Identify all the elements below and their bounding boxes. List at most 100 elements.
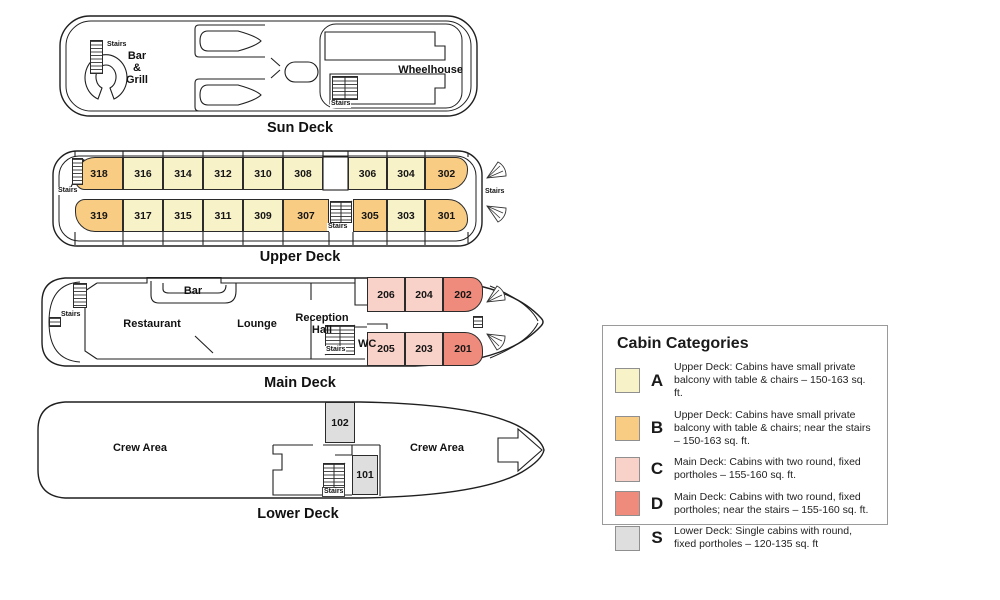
stairs-hatch: [90, 40, 103, 74]
restaurant-label: Restaurant: [123, 318, 181, 330]
stairs-label: Stairs: [327, 223, 349, 231]
lifeboat: [199, 84, 262, 106]
category-b-swatch: [615, 415, 640, 441]
cabin-201[interactable]: 201: [443, 332, 483, 366]
stairs-label: Stairs: [325, 346, 347, 354]
legend-row-d: D Main Deck: Cabins with two round, fixe…: [615, 491, 877, 517]
category-c-letter: C: [650, 459, 664, 478]
stairs-label: Stairs: [322, 487, 346, 497]
cabin-316[interactable]: 316: [123, 157, 163, 190]
fan-stairs-icon: [486, 205, 507, 223]
category-d-description: Main Deck: Cabins with two round, fixed …: [674, 490, 869, 516]
stairs-hatch: [332, 76, 358, 100]
restaurant-wall: [84, 282, 98, 360]
davit-frame: [194, 24, 265, 58]
category-b-letter: B: [650, 418, 664, 437]
cabin-202[interactable]: 202: [443, 277, 483, 312]
wheelhouse-label: Wheelhouse: [398, 64, 463, 76]
cabin-312[interactable]: 312: [203, 157, 243, 190]
davit-frame: [194, 78, 265, 112]
upper-deck-title: Upper Deck: [259, 249, 341, 265]
bar-grill-label: Bar & Grill: [125, 50, 148, 86]
bar-label: Bar: [183, 285, 203, 297]
cabin-205[interactable]: 205: [367, 332, 405, 366]
deck-sun: Stairs Bar & Grill Stairs Wheelhouse Sun…: [58, 14, 483, 139]
cabin-315[interactable]: 315: [163, 199, 203, 232]
cabin-319[interactable]: 319: [75, 199, 123, 232]
category-d-swatch: [615, 491, 640, 516]
cabin-101[interactable]: 101: [352, 455, 378, 495]
wc-label: WC: [358, 338, 377, 350]
wheelhouse-enclosure: [319, 23, 463, 109]
stairs-hatch: [323, 463, 345, 488]
category-a-letter: A: [650, 370, 664, 390]
stairs-label: Stairs: [484, 188, 506, 196]
stairs-hatch: [330, 201, 352, 223]
cabin-102[interactable]: 102: [325, 402, 355, 443]
funnel: [284, 61, 319, 83]
fan-stairs-icon: [486, 333, 506, 351]
cabin-302[interactable]: 302: [425, 157, 468, 190]
cabin-305[interactable]: 305: [353, 199, 387, 232]
category-a-description: Upper Deck: Cabins have small private ba…: [674, 361, 866, 399]
lifeboat: [199, 30, 262, 52]
wheelhouse-room-top: [324, 31, 446, 61]
category-s-description: Lower Deck: Single cabins with round, fi…: [674, 525, 853, 550]
legend-row-a: A Upper Deck: Cabins have small private …: [615, 361, 877, 400]
bar-counter: [150, 281, 237, 304]
cabin-308[interactable]: 308: [283, 157, 323, 190]
stairs-label: Stairs: [60, 311, 82, 319]
category-c-description: Main Deck: Cabins with two round, fixed …: [674, 456, 861, 481]
crew-area-label-fore: Crew Area: [409, 442, 464, 454]
fan-stairs-icon: [486, 285, 506, 303]
legend-row-s: S Lower Deck: Single cabins with round, …: [615, 525, 877, 551]
deck-lower: 102 101 Stairs Crew Area Crew Area Lower…: [30, 398, 560, 528]
main-deck-title: Main Deck: [264, 375, 336, 391]
sun-deck-hull: [59, 15, 478, 117]
balcony-dividers: [74, 151, 469, 245]
cabin-206[interactable]: 206: [367, 277, 405, 312]
sun-deck-title: Sun Deck: [266, 120, 334, 136]
cabin-306[interactable]: 306: [348, 157, 387, 190]
category-c-swatch: [615, 456, 640, 482]
legend-row-c: C Main Deck: Cabins with two round, fixe…: [615, 456, 877, 482]
stairs-label: Stairs: [330, 100, 352, 108]
deck-upper: 318 316 314 312 310 308 306 304 302 319 …: [50, 145, 525, 267]
legend-title: Cabin Categories: [617, 335, 749, 352]
stairs-hatch: [72, 158, 83, 185]
cabin-314[interactable]: 314: [163, 157, 203, 190]
cabin-318[interactable]: 318: [75, 157, 123, 190]
lower-deck-title: Lower Deck: [257, 506, 339, 522]
bow-arrow-shape: [497, 427, 543, 473]
legend-row-b: B Upper Deck: Cabins have small private …: [615, 409, 877, 448]
category-d-letter: D: [650, 493, 664, 513]
stairs-label: Stairs: [57, 187, 79, 195]
cabin-310[interactable]: 310: [243, 157, 283, 190]
reception-walls: [310, 283, 365, 360]
deck-main: 206 204 202 205 203 201 Stairs Stairs Re…: [35, 272, 560, 397]
cabin-311[interactable]: 311: [203, 199, 243, 232]
cabin-301[interactable]: 301: [425, 199, 468, 232]
cabin-317[interactable]: 317: [123, 199, 163, 232]
reception-hall-label: Reception Hall: [295, 312, 349, 336]
cabin-203[interactable]: 203: [405, 332, 443, 366]
lower-deck-hull: [37, 401, 545, 499]
stairs-label: Stairs: [106, 41, 128, 49]
fan-stairs-icon: [486, 161, 507, 179]
lounge-label: Lounge: [237, 318, 277, 330]
cabin-304[interactable]: 304: [387, 157, 425, 190]
cabin-307[interactable]: 307: [283, 199, 329, 232]
category-b-description: Upper Deck: Cabins have small private ba…: [674, 408, 871, 447]
cabin-309[interactable]: 309: [243, 199, 283, 232]
category-a-swatch: [615, 368, 640, 393]
stairs-hatch: [73, 283, 87, 308]
category-s-letter: S: [651, 528, 663, 547]
hall-cell: [322, 156, 349, 191]
cabin-categories-legend: Cabin Categories A Upper Deck: Cabins ha…: [602, 325, 888, 551]
cabin-303[interactable]: 303: [387, 199, 425, 232]
category-s-swatch: [615, 525, 640, 551]
cabin-204[interactable]: 204: [405, 277, 443, 312]
side-door-hatch: [49, 317, 61, 327]
stairs-hatch: [473, 316, 483, 328]
